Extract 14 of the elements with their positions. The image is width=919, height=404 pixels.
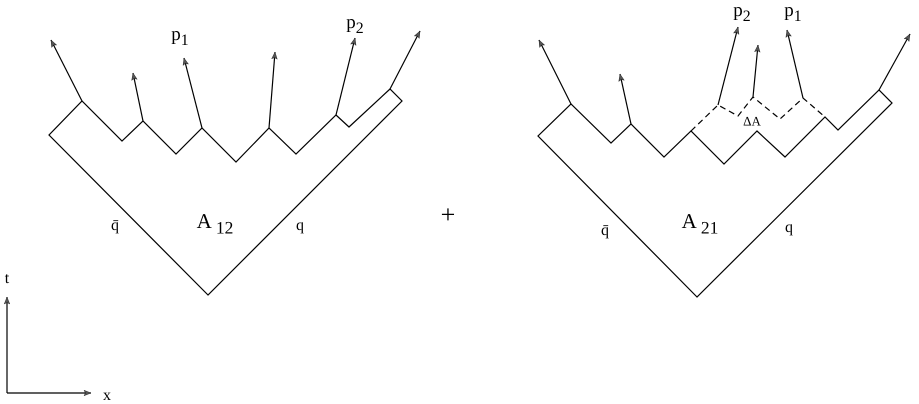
quark-label: q̄	[111, 218, 119, 234]
area-label: A $_{21}$	[682, 211, 718, 237]
quark-label: q	[785, 220, 793, 236]
plus-sign: +	[440, 202, 456, 228]
momentum-label: p$_{1}$	[171, 25, 189, 49]
quark-label: q	[296, 218, 304, 234]
momentum-label: p$_{1}$	[784, 1, 802, 25]
axis-label: x	[103, 388, 111, 404]
axis-label: t	[4, 271, 10, 287]
momentum-label: p$_{2}$	[733, 1, 751, 25]
quark-label: q̄	[601, 223, 609, 239]
area-label: ΔA	[743, 114, 761, 128]
momentum-label: p$_{2}$	[346, 13, 364, 37]
area-label: A $_{12}$	[196, 211, 234, 237]
